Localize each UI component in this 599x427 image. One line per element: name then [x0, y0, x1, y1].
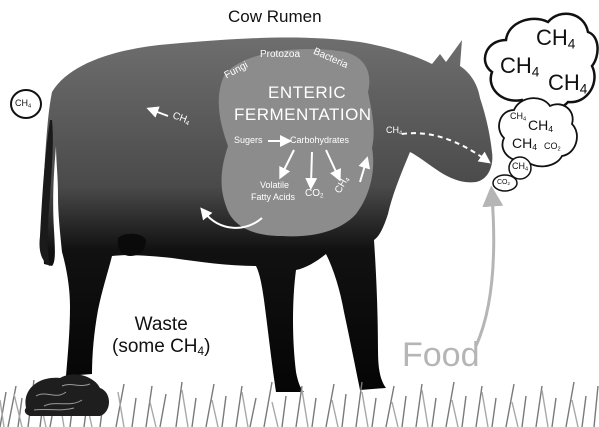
small-cloud-ch4-3: CH4: [512, 136, 537, 152]
label-waste-line1: Waste: [112, 314, 210, 336]
small-cloud-ch4-2: CH4: [528, 118, 553, 134]
label-tail-ch4: CH4: [15, 99, 31, 110]
cloud-ch4-2: CH4: [500, 55, 539, 79]
arrow-to-co2: [311, 152, 312, 184]
diagram-title: Cow Rumen: [228, 8, 322, 25]
label-fermentation: FERMENTATION: [234, 106, 372, 123]
label-rumen-co2: CO2: [305, 189, 323, 200]
puff-co2-label: CO2: [497, 179, 510, 186]
cloud-ch4-1: CH4: [536, 27, 575, 51]
label-carbohydrates: Carbohydrates: [290, 136, 349, 145]
puff-ch4-label: CH4: [512, 162, 528, 173]
label-vfa-line2: Fatty Acids: [251, 193, 295, 202]
label-food: Food: [402, 338, 480, 372]
label-enteric: ENTERIC: [268, 84, 346, 101]
food-arrow: [476, 196, 494, 346]
label-protozoa: Protozoa: [260, 50, 300, 60]
label-vfa-line1: Volatile: [260, 181, 289, 190]
label-waste: Waste (some CH4): [112, 314, 210, 358]
label-sugars: Sugers: [234, 136, 263, 145]
label-ch4-throat: CH4: [386, 126, 402, 137]
label-waste-line2: (some CH4): [112, 336, 210, 358]
cloud-ch4-3: CH4: [548, 72, 587, 96]
small-cloud-co2: CO2: [544, 142, 561, 153]
small-cloud-ch4-1: CH4: [510, 112, 526, 123]
